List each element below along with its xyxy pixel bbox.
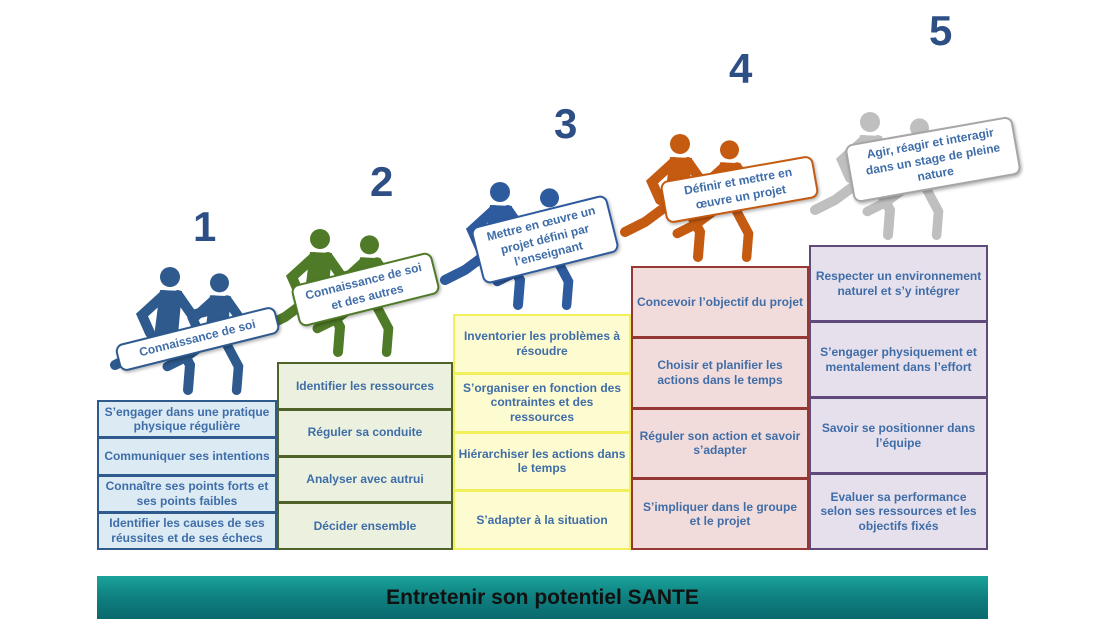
footer-banner: Entretenir son potentiel SANTE xyxy=(97,576,988,619)
step-label-4: Définir et mettre en œuvre un projet xyxy=(659,154,820,225)
step-label-2: Connaissance de soi et des autres xyxy=(289,251,442,329)
skill-cell: S’engager physiquement et mentalement da… xyxy=(811,323,986,399)
skill-cell: S’organiser en fonction des contraintes … xyxy=(455,375,629,434)
footer-text: Entretenir son potentiel SANTE xyxy=(386,585,699,609)
skill-cell: Inventorier les problèmes à résoudre xyxy=(455,316,629,375)
skill-cell: Communiquer ses intentions xyxy=(99,439,275,477)
skill-cell: Identifier les causes de ses réussites e… xyxy=(109,516,265,545)
skill-cell: S’impliquer dans le groupe et le projet xyxy=(642,499,798,529)
skill-cell: Choisir et planifier les actions dans le… xyxy=(633,339,807,410)
skill-cell: Décider ensemble xyxy=(313,518,417,533)
step-column-2: Identifier les ressources Réguler sa con… xyxy=(277,362,453,550)
skill-cell: Analyser avec autrui xyxy=(279,458,451,505)
skill-cell: Evaluer sa performance selon ses ressour… xyxy=(820,489,977,533)
step-label-5: Agir, réagir et interagir dans un stage … xyxy=(844,115,1022,204)
step-number-2: 2 xyxy=(370,158,394,205)
step-number-3: 3 xyxy=(554,100,578,147)
skill-cell: S’adapter à la situation xyxy=(476,512,608,527)
skill-cell: Connaître ses points forts et ses points… xyxy=(99,477,275,514)
skill-cell: Réguler sa conduite xyxy=(279,411,451,458)
skill-cell: S’engager dans une pratique physique rég… xyxy=(99,402,275,440)
step-number-4: 4 xyxy=(729,45,753,92)
skill-cell: Savoir se positionner dans l’équipe xyxy=(811,399,986,475)
step-column-3: Inventorier les problèmes à résoudre S’o… xyxy=(453,314,631,550)
step-label-3: Mettre en œuvre un projet défini par l’e… xyxy=(469,193,621,285)
step-number-1: 1 xyxy=(193,203,217,250)
skill-cell: Hiérarchiser les actions dans le temps xyxy=(455,434,629,493)
step-column-1: S’engager dans une pratique physique rég… xyxy=(97,400,277,550)
skill-cell: Réguler son action et savoir s’adapter xyxy=(633,410,807,481)
step-number-5: 5 xyxy=(929,7,953,54)
skill-cell: Concevoir l’objectif du projet xyxy=(633,268,807,339)
step-column-5: Respecter un environnement naturel et s’… xyxy=(809,245,988,550)
step-label-1: Connaissance de soi xyxy=(114,305,281,373)
step-column-4: Concevoir l’objectif du projet Choisir e… xyxy=(631,266,809,550)
skill-cell: Identifier les ressources xyxy=(279,364,451,411)
skill-cell: Respecter un environnement naturel et s’… xyxy=(811,247,986,323)
